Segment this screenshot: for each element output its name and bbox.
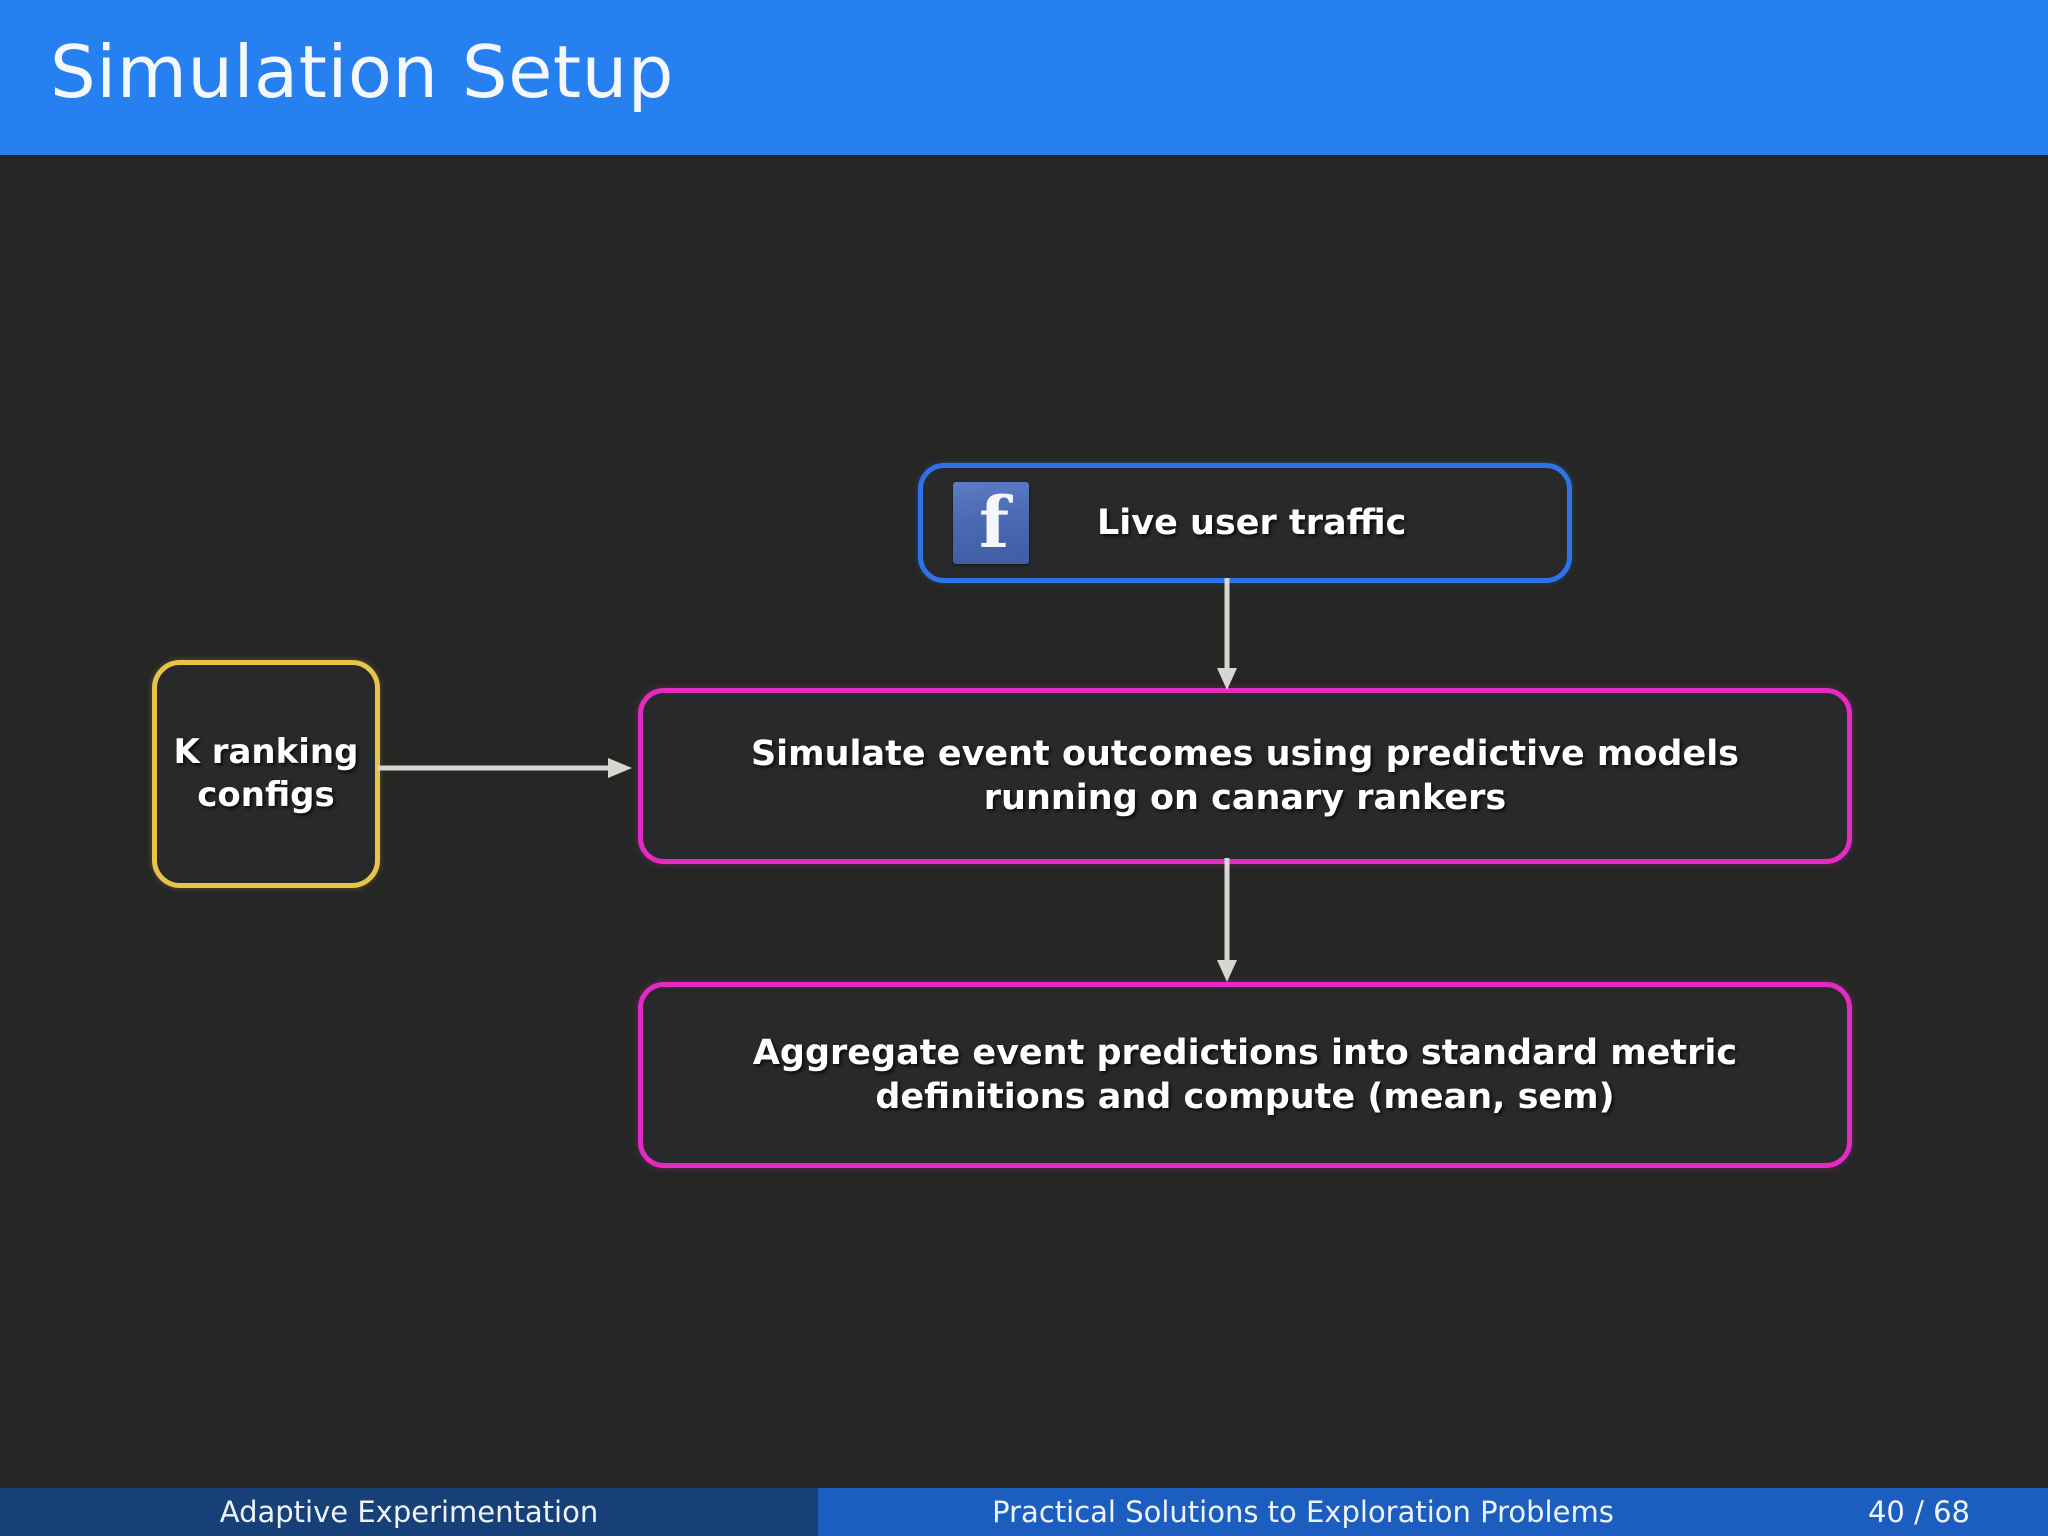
node-simulate-event-outcomes-label: Simulate event outcomes using predictive… [750,733,1740,818]
node-live-user-traffic-label: Live user traffic [1097,502,1407,543]
footer-author-section: Adaptive Experimentation [0,1488,818,1536]
footer-author: Adaptive Experimentation [219,1495,599,1529]
node-aggregate-event-predictions: Aggregate event predictions into standar… [638,982,1852,1168]
node-k-ranking-configs: K ranking configs [152,660,380,888]
footer: Adaptive Experimentation Practical Solut… [0,1488,2048,1536]
arrow-simulate-to-aggregate [1217,858,1237,982]
node-aggregate-event-predictions-label: Aggregate event predictions into standar… [752,1032,1738,1117]
footer-title-section: Practical Solutions to Exploration Probl… [818,1488,2048,1536]
footer-page-number: 40 / 68 [1867,1495,1970,1529]
node-live-user-traffic: f Live user traffic [918,463,1572,583]
node-k-ranking-configs-label: K ranking configs [173,732,359,815]
footer-talk-title: Practical Solutions to Exploration Probl… [992,1495,1614,1529]
title-bar: Simulation Setup [0,0,2048,155]
node-simulate-event-outcomes: Simulate event outcomes using predictive… [638,688,1852,864]
facebook-icon: f [953,482,1029,564]
facebook-icon-glyph: f [978,481,1010,564]
arrow-k-configs-to-simulate [378,758,632,778]
page-title: Simulation Setup [50,30,674,114]
arrow-live-traffic-to-simulate [1217,578,1237,690]
